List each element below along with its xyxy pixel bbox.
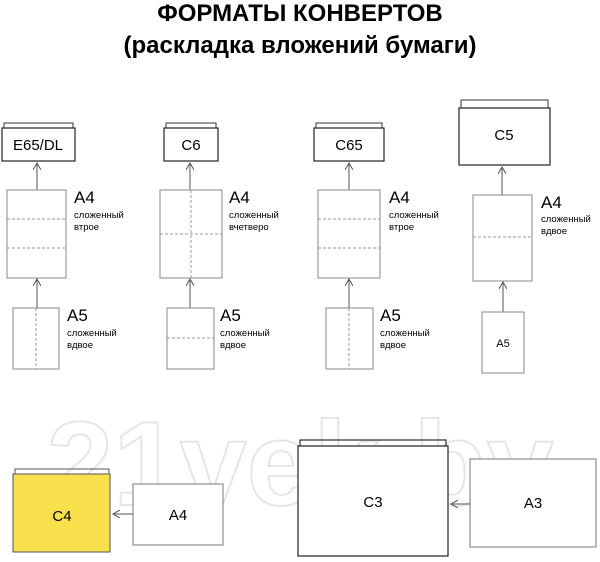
sheet-a4-label: A4 <box>541 193 562 212</box>
sheet-a5 <box>481 311 525 374</box>
sheet-a3 <box>469 458 597 548</box>
sheet-a4-note: сложенный <box>389 210 439 221</box>
sheet-a5-label: A5 <box>67 306 88 325</box>
envelope-e65-dl <box>1 127 76 162</box>
sheet-a4-label: A4 <box>229 188 250 207</box>
envelope-flap <box>165 122 217 128</box>
envelope-c6 <box>163 127 219 162</box>
sheet-a4 <box>317 189 381 279</box>
sheet-a4-note: сложенный <box>229 210 279 221</box>
sheet-a4 <box>6 189 67 279</box>
sheet-a4 <box>132 483 224 546</box>
envelope-flap <box>315 122 383 128</box>
sheet-a4-note: вчетверо <box>229 222 269 233</box>
column-c6: C6 A4 сложенный вчетверо A5 сложенный вд… <box>159 122 279 370</box>
sheet-a4-note: сложенный <box>74 210 124 221</box>
sheet-a4 <box>472 194 533 282</box>
page-subtitle: (раскладка вложений бумаги) <box>123 32 477 59</box>
envelope-label: E65/DL <box>13 137 63 154</box>
envelope-label: C3 <box>363 494 382 511</box>
sheet-a4-note: втрое <box>389 222 414 233</box>
sheet-a4-note: сложенный <box>541 214 591 225</box>
sheet-a4-note: втрое <box>74 222 99 233</box>
envelope-c65 <box>313 127 385 162</box>
envelope-flap <box>14 468 110 474</box>
sheet-a4-note: вдвое <box>541 226 567 237</box>
sheet-a4-label: A4 <box>169 507 187 524</box>
sheet-a5-note: сложенный <box>220 328 270 339</box>
envelope-flap <box>460 99 549 108</box>
sheet-a5-note: вдвое <box>67 340 93 351</box>
sheet-a5-note: сложенный <box>380 328 430 339</box>
envelope-label: C4 <box>52 508 71 525</box>
envelope-label: C5 <box>494 127 513 144</box>
sheet-a5-label: A5 <box>380 306 401 325</box>
envelope-label: C6 <box>181 137 200 154</box>
sheet-a5-label: A5 <box>496 338 509 350</box>
envelope-flap <box>299 439 447 446</box>
envelope-c5 <box>458 107 551 166</box>
envelope-c4 <box>12 473 111 553</box>
sheet-a4-label: A4 <box>389 188 410 207</box>
sheet-a5-note: вдвое <box>380 340 406 351</box>
sheet-a4-label: A4 <box>74 188 95 207</box>
column-c5: C5 A4 сложенный вдвое A5 <box>458 99 591 374</box>
sheet-a5-label: A5 <box>220 306 241 325</box>
sheet-a5-note: вдвое <box>220 340 246 351</box>
envelope-c3 <box>297 445 449 557</box>
bottom-row: C4 A4 C3 A3 <box>12 439 597 557</box>
sheet-a3-label: A3 <box>524 495 542 512</box>
column-c65: C65 A4 сложенный втрое A5 сложенный вдво… <box>313 122 439 370</box>
sheet-a5-note: сложенный <box>67 328 117 339</box>
envelope-label: C65 <box>335 137 363 154</box>
column-e65-dl: E65/DL A4 сложенный втрое A5 сложенный в… <box>1 122 124 370</box>
page-title: ФОРМАТЫ КОНВЕРТОВ <box>157 0 443 27</box>
envelope-flap <box>3 122 74 128</box>
